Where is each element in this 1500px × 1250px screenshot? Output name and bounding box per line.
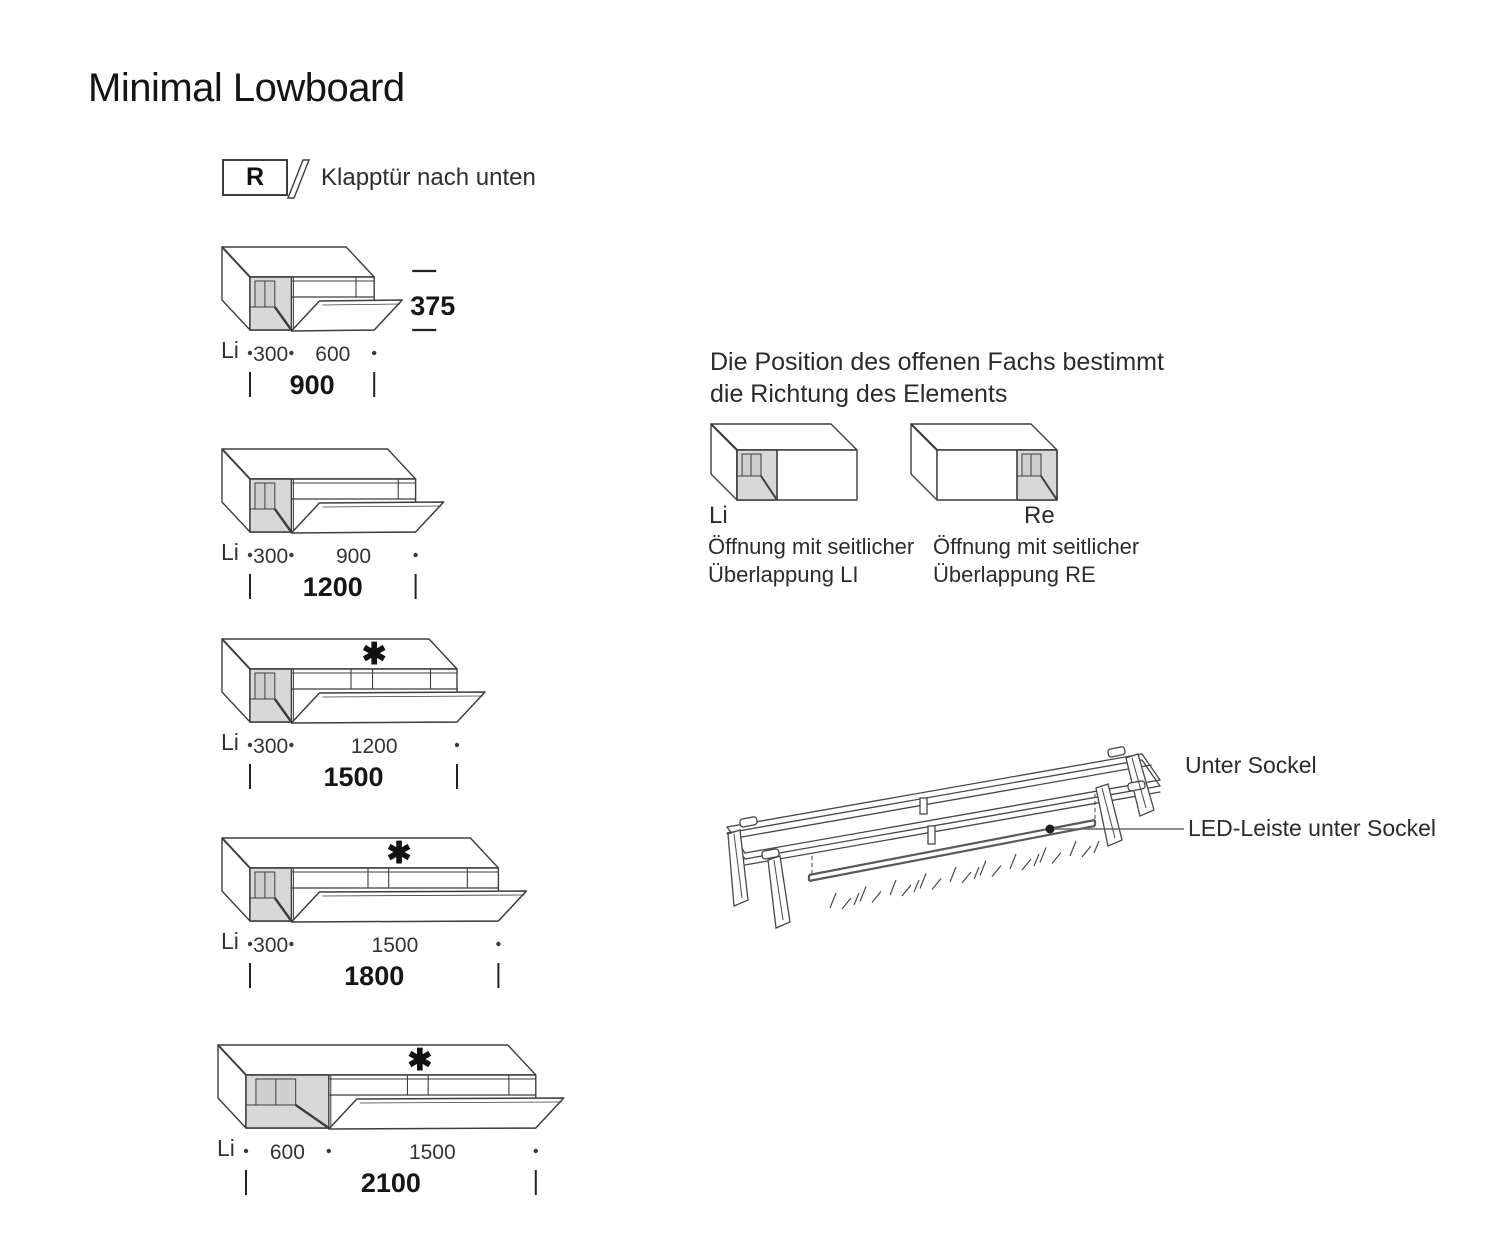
asterisk-mark: ✱ xyxy=(407,1044,432,1077)
under-plinth-label: Unter Sockel xyxy=(1185,752,1317,778)
segment-boundary-dot xyxy=(326,1148,331,1154)
asterisk-mark: ✱ xyxy=(386,837,411,870)
leg-hatch-lines xyxy=(733,757,1147,921)
segment-width-label: 300 xyxy=(253,934,288,957)
flap-slash-icon xyxy=(286,159,311,199)
center-peg xyxy=(927,825,936,845)
segment-width-label: 1500 xyxy=(409,1141,456,1164)
segment-boundary-dot xyxy=(413,552,418,558)
total-width-label: 1500 xyxy=(323,762,383,792)
segment-width-label: 600 xyxy=(315,343,350,366)
lowboard-variant-2100: ✱ Li 600 1500 2100 xyxy=(208,1039,636,1209)
orientation-drawing xyxy=(710,423,858,501)
legend-label: Klapptür nach unten xyxy=(321,164,536,191)
plinth-legs xyxy=(727,746,1155,929)
segment-width-label: 1500 xyxy=(372,934,419,957)
segment-boundary-dot xyxy=(247,941,253,947)
led-callout-dot xyxy=(1045,824,1055,834)
lowboard-variant-1500: ✱ Li 300 1200 1500 xyxy=(212,633,557,803)
segment-width-label: 1200 xyxy=(351,735,398,758)
top-face xyxy=(217,1044,537,1076)
corner-plate xyxy=(739,816,758,828)
lowboard-variant-1800: ✱ Li 300 1500 1800 xyxy=(212,832,599,1002)
caption-re-line2: Überlappung RE xyxy=(933,562,1096,587)
open-flap-door xyxy=(328,1097,565,1130)
segment-boundary-dot xyxy=(289,941,294,947)
segment-width-label: 900 xyxy=(336,545,371,568)
orientation-drawing xyxy=(910,423,1058,501)
total-width-label: 2100 xyxy=(361,1168,421,1198)
segment-boundary-dot xyxy=(533,1148,538,1154)
led-strip-label: LED-Leiste unter Sockel xyxy=(1188,815,1437,841)
segment-boundary-dot xyxy=(289,350,294,356)
caption-li-line1: Öffnung mit seitlicher xyxy=(708,534,915,559)
caption-overlap-re: Öffnung mit seitlicher Überlappung RE xyxy=(933,533,1139,589)
dashed-guides xyxy=(811,794,1096,875)
top-face xyxy=(221,837,500,869)
li-orientation-label: Li xyxy=(221,337,239,363)
light-rays xyxy=(829,840,1100,910)
open-flap-door xyxy=(290,501,445,534)
top-face xyxy=(221,638,458,670)
li-orientation-label: Li xyxy=(217,1135,235,1161)
caption-li-line2: Überlappung LI xyxy=(708,562,859,587)
segment-boundary-dot xyxy=(289,742,294,748)
lowboard-drawing-2100: ✱ Li 600 1500 2100 xyxy=(217,1044,565,1198)
page-title: Minimal Lowboard xyxy=(88,66,405,110)
li-orientation-label: Li xyxy=(221,539,239,565)
orientation-box-re: Re xyxy=(905,420,1090,529)
corner-plate xyxy=(1107,746,1126,758)
segment-width-label: 600 xyxy=(270,1141,305,1164)
segment-boundary-dot xyxy=(247,742,253,748)
total-width-label: 1200 xyxy=(303,572,363,602)
segment-boundary-dot xyxy=(247,552,253,558)
caption-overlap-li: Öffnung mit seitlicher Überlappung LI xyxy=(708,533,914,589)
segment-boundary-dot xyxy=(247,350,253,356)
asterisk-mark: ✱ xyxy=(362,638,387,671)
segment-width-label: 300 xyxy=(253,735,288,758)
open-flap-door xyxy=(290,890,528,923)
segment-boundary-dot xyxy=(496,941,501,947)
center-peg xyxy=(919,797,928,815)
total-width-label: 900 xyxy=(290,370,335,400)
top-face xyxy=(221,448,417,480)
lowboard-drawing-1200: Li 300 900 1200 xyxy=(221,448,445,602)
plinth-frame xyxy=(726,753,1161,866)
orientation-note: Die Position des offenen Fachs bestimmt … xyxy=(710,346,1164,410)
segment-boundary-dot xyxy=(372,350,377,356)
caption-re-line1: Öffnung mit seitlicher xyxy=(933,534,1140,559)
legend-letter: R xyxy=(245,163,265,191)
segment-boundary-dot xyxy=(454,742,460,748)
segment-boundary-dot xyxy=(289,552,294,558)
lowboard-drawing-1800: ✱ Li 300 1500 1800 xyxy=(221,837,528,991)
li-orientation-label: Li xyxy=(221,928,239,954)
lowboard-variant-1200: Li 300 900 1200 xyxy=(212,443,516,613)
under-plinth-led-drawing xyxy=(726,746,1184,929)
open-flap-door xyxy=(290,299,403,332)
open-flap-door xyxy=(290,691,486,724)
total-width-label: 1800 xyxy=(344,961,404,991)
lowboard-drawing-1500: ✱ Li 300 1200 1500 xyxy=(221,638,486,792)
orientation-box-li: Li xyxy=(705,420,890,529)
orientation-note-line1: Die Position des offenen Fachs bestimmt xyxy=(710,348,1164,376)
orientation-marker: Li xyxy=(709,502,728,529)
corner-plate xyxy=(761,848,780,860)
segment-width-label: 300 xyxy=(253,545,288,568)
orientation-note-line2: die Richtung des Elements xyxy=(710,380,1008,408)
flap-door-legend-symbol: R xyxy=(222,159,288,196)
li-orientation-label: Li xyxy=(221,729,239,755)
segment-width-label: 300 xyxy=(253,343,288,366)
height-dimension-label: 375 xyxy=(410,291,455,321)
segment-boundary-dot xyxy=(243,1148,249,1154)
orientation-marker: Re xyxy=(1024,502,1055,529)
